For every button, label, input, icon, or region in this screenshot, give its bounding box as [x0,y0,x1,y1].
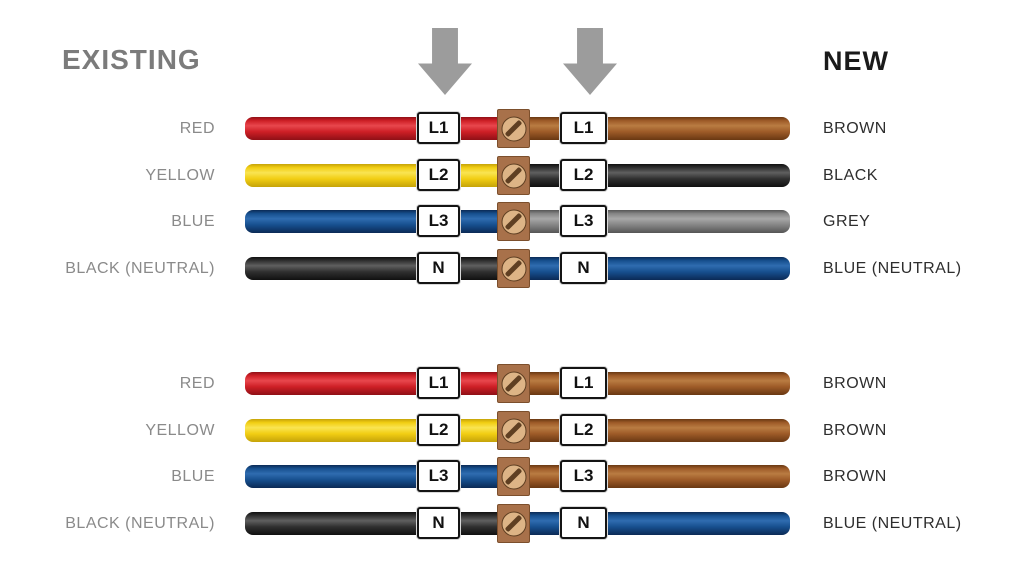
screw-terminal-icon [497,364,530,403]
terminal-tag: N [560,252,607,284]
screw-head-icon [501,256,526,281]
new-color-label: BROWN [823,120,887,137]
existing-color-label: RED [179,375,215,392]
wire-existing [245,117,513,140]
wire-row: RED L1 L1 BROWN [0,109,1024,148]
wire-row: RED L1 L1 BROWN [0,364,1024,403]
terminal-tag: L2 [560,414,607,446]
wire-new [513,164,790,187]
wire-existing [245,164,513,187]
wire-existing [245,372,513,395]
screw-terminal-icon [497,202,530,241]
wire-row: YELLOW L2 L2 BROWN [0,411,1024,450]
screw-slot-icon [504,259,523,278]
wire-row: BLUE L3 L3 GREY [0,202,1024,241]
existing-color-label: BLUE [171,468,215,485]
new-color-label: BLUE (NEUTRAL) [823,515,962,532]
wire-new [513,465,790,488]
wire-existing [245,512,513,535]
wire-new [513,512,790,535]
existing-color-label: BLACK (NEUTRAL) [65,515,215,532]
terminal-tag: N [417,507,460,539]
screw-head-icon [501,511,526,536]
screw-terminal-icon [497,411,530,450]
terminal-tag: L3 [417,460,460,492]
new-color-label: BROWN [823,468,887,485]
screw-slot-icon [504,467,523,486]
screw-slot-icon [504,212,523,231]
wire-group-2: RED L1 L1 BROWN YELLOW L2 L2 BROWN BLUE [0,364,1024,543]
screw-terminal-icon [497,249,530,288]
screw-slot-icon [504,514,523,533]
wire-new [513,210,790,233]
down-arrow-icon [418,28,472,95]
existing-heading: EXISTING [62,44,201,75]
terminal-tag: L3 [560,205,607,237]
new-color-label: BLACK [823,167,878,184]
terminal-tag: L1 [560,112,607,144]
new-color-label: GREY [823,213,871,230]
existing-color-label: BLACK (NEUTRAL) [65,260,215,277]
screw-slot-icon [504,166,523,185]
screw-slot-icon [504,421,523,440]
terminal-tag: L3 [417,205,460,237]
terminal-tag: N [417,252,460,284]
screw-head-icon [501,209,526,234]
wire-row: BLACK (NEUTRAL) N N BLUE (NEUTRAL) [0,249,1024,288]
new-color-label: BROWN [823,375,887,392]
screw-head-icon [501,418,526,443]
new-heading: NEW [823,46,889,76]
screw-slot-icon [504,374,523,393]
terminal-tag: L2 [417,414,460,446]
screw-terminal-icon [497,109,530,148]
terminal-tag: N [560,507,607,539]
existing-color-label: RED [179,120,215,137]
wire-existing [245,465,513,488]
terminal-tag: L1 [417,112,460,144]
screw-terminal-icon [497,156,530,195]
screw-terminal-icon [497,504,530,543]
wire-new [513,419,790,442]
existing-color-label: YELLOW [145,167,215,184]
wire-row: BLACK (NEUTRAL) N N BLUE (NEUTRAL) [0,504,1024,543]
screw-head-icon [501,371,526,396]
wire-row: BLUE L3 L3 BROWN [0,457,1024,496]
terminal-tag: L1 [417,367,460,399]
screw-head-icon [501,464,526,489]
wire-row: YELLOW L2 L2 BLACK [0,156,1024,195]
wire-new [513,117,790,140]
wire-existing [245,210,513,233]
wire-new [513,372,790,395]
wire-existing [245,419,513,442]
screw-terminal-icon [497,457,530,496]
screw-slot-icon [504,119,523,138]
new-color-label: BLUE (NEUTRAL) [823,260,962,277]
wire-existing [245,257,513,280]
screw-head-icon [501,163,526,188]
new-color-label: BROWN [823,422,887,439]
wire-new [513,257,790,280]
screw-head-icon [501,116,526,141]
down-arrow-icon [563,28,617,95]
terminal-tag: L2 [417,159,460,191]
existing-color-label: YELLOW [145,422,215,439]
existing-color-label: BLUE [171,213,215,230]
wire-group-1: RED L1 L1 BROWN YELLOW L2 L2 BLACK BLUE [0,109,1024,288]
terminal-tag: L3 [560,460,607,492]
terminal-tag: L2 [560,159,607,191]
terminal-tag: L1 [560,367,607,399]
